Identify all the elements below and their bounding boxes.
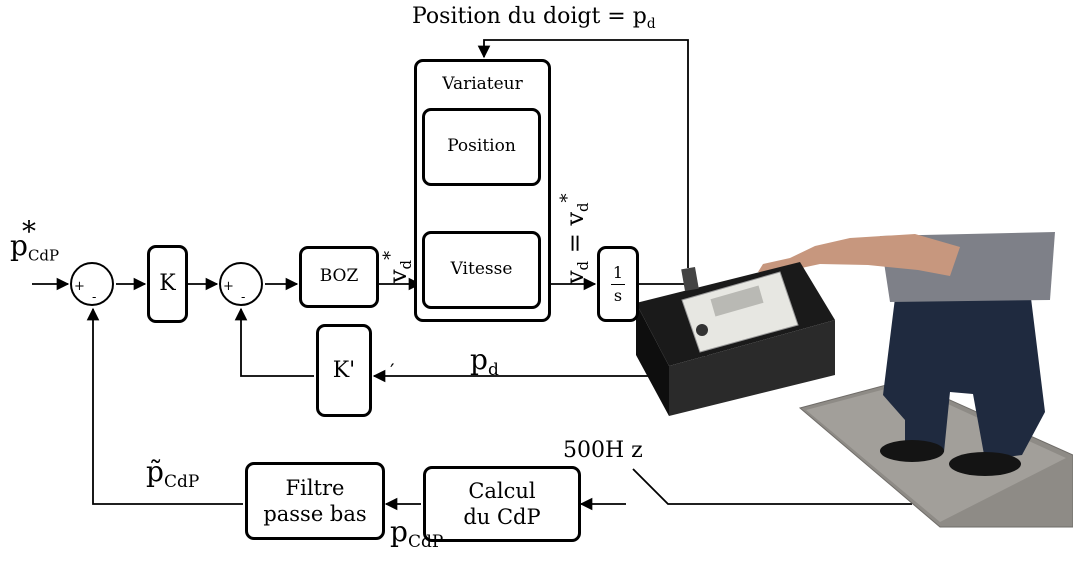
filter-block: Filtre passe bas bbox=[245, 462, 385, 540]
calc-block: Calcul du CdP bbox=[423, 466, 581, 542]
device-box-side bbox=[669, 320, 835, 416]
integrator-numerator: 1 bbox=[612, 262, 624, 282]
position-label: Position bbox=[447, 136, 516, 157]
summer-1: + - bbox=[70, 262, 114, 306]
pd-feedback-label: pd bbox=[470, 343, 499, 380]
summer-2-plus: + bbox=[223, 279, 234, 294]
sampling-frequency-label: 500H z bbox=[563, 438, 643, 463]
device-box-front bbox=[636, 303, 669, 416]
vitesse-block: Vitesse bbox=[422, 231, 541, 309]
prime-mark: ′ bbox=[390, 359, 395, 383]
summer-2-minus: - bbox=[241, 290, 246, 305]
left-shoe bbox=[880, 440, 944, 462]
integrator-fraction: 1 s bbox=[611, 264, 625, 304]
gain-kprime-label: K' bbox=[332, 357, 356, 383]
input-reference-label: pCdP * bbox=[10, 215, 60, 265]
integrator-denominator: s bbox=[613, 285, 623, 305]
cop-label: pCdP bbox=[390, 515, 444, 552]
finger-position-label: Position du doigt = pd bbox=[412, 4, 656, 32]
boz-label: BOZ bbox=[319, 266, 359, 287]
person-arm bbox=[758, 234, 960, 276]
person-legs bbox=[883, 290, 1045, 460]
gain-kprime-block: K' bbox=[316, 324, 372, 417]
wire-finger-feedback bbox=[477, 39, 689, 268]
filtered-cop-label: p̃CdP bbox=[146, 455, 200, 492]
vd-star-label: vd* bbox=[380, 250, 416, 283]
right-shoe bbox=[949, 452, 1021, 476]
photo-setup bbox=[636, 232, 1073, 528]
wire-filter-s1 bbox=[86, 307, 243, 505]
device-plate bbox=[681, 271, 799, 353]
filter-label: Filtre passe bas bbox=[263, 475, 367, 526]
calc-label: Calcul du CdP bbox=[463, 478, 541, 529]
boz-block: BOZ bbox=[299, 246, 379, 308]
summer-1-minus: - bbox=[92, 290, 97, 305]
vitesse-label: Vitesse bbox=[450, 259, 513, 280]
gain-k-label: K bbox=[159, 271, 176, 297]
position-block: Position bbox=[422, 108, 541, 186]
wire-freq-leader bbox=[632, 468, 912, 505]
summer-1-plus: + bbox=[74, 279, 85, 294]
vd-equation-label: vd = vd* bbox=[557, 193, 593, 284]
variateur-label: Variateur bbox=[442, 74, 523, 94]
wire-kprime-s2 bbox=[234, 307, 314, 377]
integrator-block: 1 s bbox=[597, 246, 639, 322]
gain-k-block: K bbox=[147, 245, 188, 323]
summer-2: + - bbox=[219, 262, 263, 306]
